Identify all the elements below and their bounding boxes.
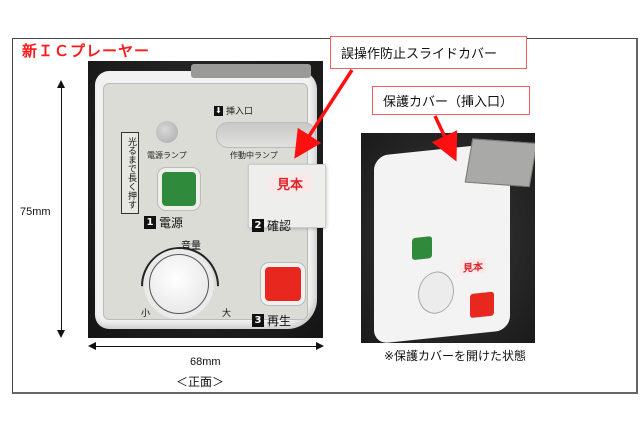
power-lamp (156, 121, 178, 143)
height-dimension-line (61, 84, 62, 332)
slide-cover[interactable]: 見本 (248, 164, 326, 228)
front-caption: ＜正面＞ (176, 375, 225, 389)
insert-slot-label: ⬇ 挿入口 (214, 104, 253, 117)
press-long-label: 光るまで長く押す (121, 132, 139, 214)
power-button[interactable] (162, 172, 196, 206)
volume-max-label: 大 (222, 309, 232, 319)
power-label-text: 電源 (159, 216, 184, 230)
play-button[interactable] (265, 267, 301, 301)
figure-frame (12, 38, 638, 394)
page-title: 新ＩＣプレーヤー (22, 42, 151, 60)
width-dimension: 68mm (190, 356, 221, 368)
power-lamp-label: 電源ランプ (147, 151, 187, 160)
dimension-arrow-right-icon (316, 342, 324, 350)
front-photo: ⬇ 挿入口 光るまで長く押す 電源ランプ 作動中ランプ 1 電源 見本 2 確認… (88, 61, 326, 342)
insert-slot-text: 挿入口 (226, 107, 254, 117)
device-face: ⬇ 挿入口 光るまで長く押す 電源ランプ 作動中ランプ 1 電源 見本 2 確認… (103, 83, 326, 342)
height-dimension: 75mm (20, 206, 51, 218)
confirm-label-text: 確認 (267, 219, 292, 233)
confirm-button-label: 2 確認 (252, 217, 291, 234)
slide-cover-callout: 誤操作防止スライドカバー (330, 36, 527, 69)
play-label-text: 再生 (267, 314, 292, 328)
play-button-label: 3 再生 (252, 312, 291, 329)
volume-min-label: 小 (141, 309, 151, 319)
button-number-2: 2 (252, 219, 264, 232)
side-photo: 見本 (361, 133, 535, 343)
device-body: ⬇ 挿入口 光るまで長く押す 電源ランプ 作動中ランプ 1 電源 見本 2 確認… (95, 64, 326, 342)
button-number-1: 1 (144, 216, 156, 229)
power-button-label: 1 電源 (144, 214, 183, 231)
down-arrow-icon: ⬇ (214, 105, 223, 116)
dimension-arrow-down-icon (57, 330, 65, 338)
insert-slot-cover (191, 64, 311, 78)
width-dimension-line (92, 346, 318, 347)
sample-label: 見本 (269, 174, 312, 193)
button-number-3: 3 (252, 314, 264, 327)
protect-cover-callout: 保護カバー（挿入口） (372, 86, 530, 115)
volume-dial[interactable] (149, 254, 209, 314)
operating-lamp-label: 作動中ランプ (230, 151, 278, 160)
volume-label: 音量 (181, 241, 201, 252)
protect-cover-arrow-icon (431, 115, 458, 162)
slide-cover-arrow-icon (294, 69, 354, 159)
side-caption: ※保護カバーを開けた状態 (384, 349, 527, 363)
